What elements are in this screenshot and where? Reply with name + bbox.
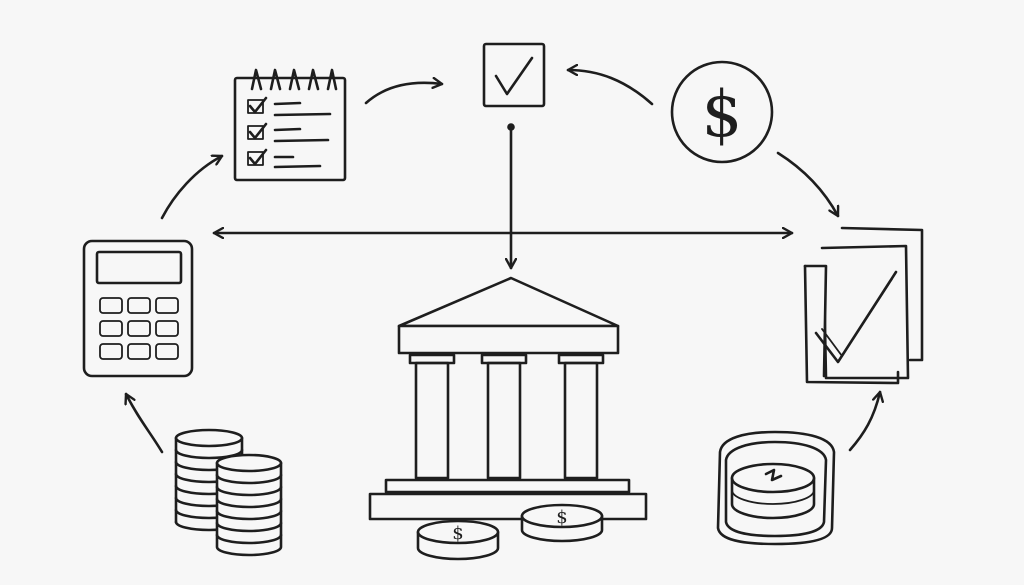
calculator-icon <box>84 241 192 376</box>
coin-glyph-right: $ <box>556 507 567 528</box>
arrow-dollar-to-documents <box>778 153 838 216</box>
bank-building-icon <box>370 278 646 519</box>
connections <box>126 70 880 452</box>
coin-glyph-left: $ <box>452 523 463 544</box>
coin-stacks-icon <box>176 430 281 555</box>
connector-dot <box>507 123 515 131</box>
checklist-notepad-icon <box>235 70 345 180</box>
approved-documents-icon <box>805 228 922 383</box>
arrow-wallet-to-documents <box>850 392 880 450</box>
arrow-calculator-to-checklist <box>162 156 222 218</box>
checkbox-checked-icon <box>484 44 544 106</box>
arrow-checklist-to-approval <box>366 83 442 103</box>
dollar-coin-glyph: $ <box>702 78 743 152</box>
arrow-coin-stacks-to-calculator <box>126 394 162 452</box>
dollar-coins-icon: $ $ <box>418 505 602 559</box>
coin-wallet-icon <box>718 432 834 544</box>
arrow-dollar-to-approval <box>568 70 652 104</box>
dollar-coin-icon: $ <box>672 62 772 162</box>
